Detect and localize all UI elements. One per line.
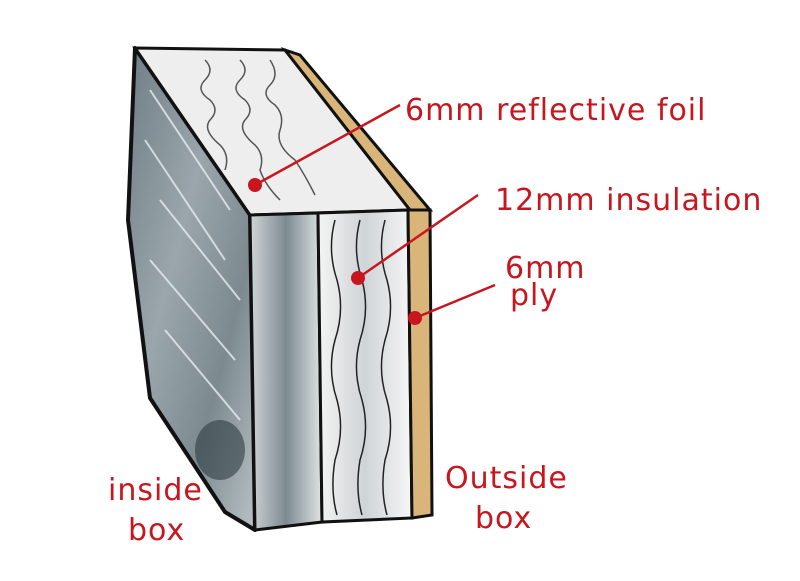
label-outside: Outside	[445, 461, 568, 496]
label-ply-thickness: 6mm	[505, 251, 586, 286]
label-ply: ply	[510, 278, 558, 313]
ply-marker-dot	[408, 311, 422, 325]
foil-streaks	[144, 89, 241, 421]
foil-front-face	[248, 211, 324, 532]
label-inside: inside	[108, 473, 203, 508]
label-foil: 6mm reflective foil	[405, 93, 706, 128]
ply-front-face	[406, 208, 434, 520]
foil-marker-dot	[248, 178, 262, 192]
label-inside-box: box	[128, 513, 185, 548]
label-outside-box: box	[475, 501, 532, 536]
foil-shadow	[195, 420, 245, 480]
label-insulation: 12mm insulation	[495, 183, 762, 218]
insulation-marker-dot	[351, 271, 365, 285]
annotation-leaders	[254, 103, 496, 320]
